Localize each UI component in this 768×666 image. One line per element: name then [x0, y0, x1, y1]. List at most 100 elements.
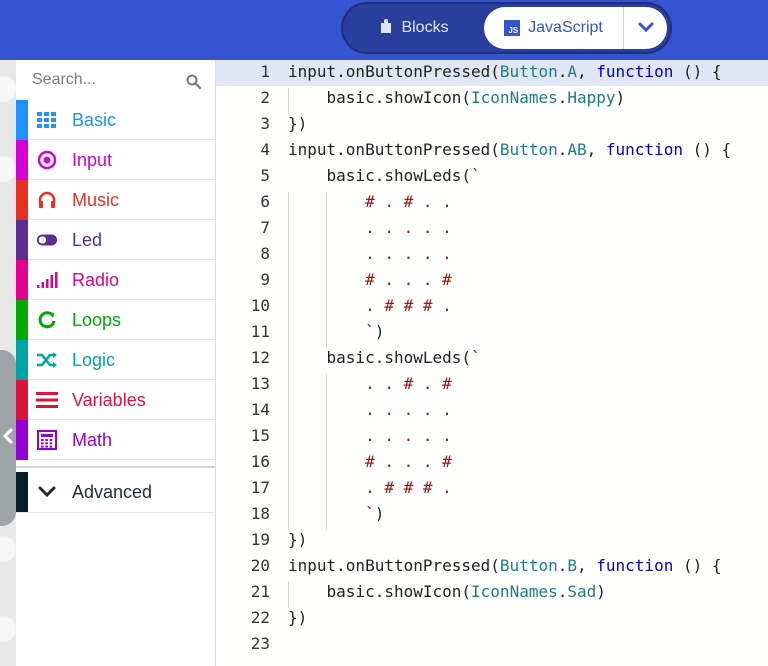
code-line[interactable]: 17 . # # # . [216, 476, 768, 502]
category-music[interactable]: Music [16, 180, 215, 220]
code-token: ) [374, 504, 385, 523]
simulator-decoration [0, 616, 16, 642]
code-token: }) [288, 114, 308, 133]
code-text: . . # . # [288, 374, 452, 393]
code-line[interactable]: 12 basic.showLeds(` [216, 346, 768, 372]
line-number: 13 [250, 374, 270, 393]
code-token: # . . . # [288, 270, 452, 289]
category-math[interactable]: Math [16, 420, 215, 460]
code-token: () { [673, 62, 722, 81]
code-text: basic.showLeds(` [288, 348, 481, 367]
category-color-bar [16, 180, 28, 220]
code-text: . . . . . [288, 218, 452, 237]
code-text: . . . . . [288, 244, 452, 263]
category-input[interactable]: Input [16, 140, 215, 180]
code-token: # . # . . [288, 192, 452, 211]
code-text: . . . . . [288, 426, 452, 445]
category-variables[interactable]: Variables [16, 380, 215, 420]
line-number: 2 [260, 88, 270, 107]
line-number: 7 [260, 218, 270, 237]
advanced-label: Advanced [72, 482, 153, 502]
collapse-simulator-button[interactable] [0, 350, 16, 526]
code-line[interactable]: 9 # . . . # [216, 268, 768, 294]
puzzle-icon [379, 18, 393, 39]
code-token: . [557, 582, 568, 601]
search-box[interactable]: Search... [16, 60, 215, 100]
category-label: Basic [72, 110, 117, 130]
line-number: 5 [260, 166, 270, 185]
indent-guide [288, 582, 289, 608]
code-token: IconNames [471, 88, 558, 107]
code-line[interactable]: 21 basic.showIcon(IconNames.Sad) [216, 580, 768, 606]
code-line[interactable]: 18 `) [216, 502, 768, 528]
blocks-tab[interactable]: Blocks [347, 7, 481, 49]
code-token: ) [374, 322, 385, 341]
line-number: 11 [250, 322, 270, 341]
code-text: # . . . # [288, 452, 452, 471]
toggle-icon [36, 230, 58, 250]
shuffle-icon [36, 350, 58, 370]
refresh-icon [36, 310, 58, 330]
code-line[interactable]: 11 `) [216, 320, 768, 346]
line-number: 14 [250, 400, 270, 419]
language-dropdown-button[interactable] [623, 7, 667, 49]
search-icon[interactable] [186, 74, 202, 94]
line-number: 19 [250, 530, 270, 549]
advanced-category[interactable]: Advanced [16, 472, 215, 513]
code-token: basic.showIcon( [288, 582, 472, 601]
code-text: . # # # . [288, 478, 452, 497]
code-line[interactable]: 13 . . # . # [216, 372, 768, 398]
code-token: . # # # . [288, 296, 452, 315]
simulator-decoration [0, 536, 16, 562]
code-token: . [557, 88, 568, 107]
code-line[interactable]: 5 basic.showLeds(` [216, 164, 768, 190]
blocks-tab-label: Blocks [401, 19, 449, 36]
code-token: () { [673, 556, 722, 575]
code-line[interactable]: 2 basic.showIcon(IconNames.Happy) [216, 86, 768, 112]
code-text: basic.showLeds(` [288, 166, 481, 185]
code-token: AB [567, 140, 587, 159]
search-input[interactable]: Search... [32, 71, 97, 88]
signal-bars-icon [36, 270, 58, 290]
category-label: Variables [72, 390, 146, 410]
line-number: 4 [260, 140, 270, 159]
category-loops[interactable]: Loops [16, 300, 215, 340]
code-token: . . . . . [288, 244, 452, 263]
code-token: . . . . . [288, 400, 452, 419]
code-line[interactable]: 10 . # # # . [216, 294, 768, 320]
code-token: . . . . . [288, 218, 452, 237]
line-number: 15 [250, 426, 270, 445]
code-token: function [596, 62, 674, 81]
code-token: . [557, 140, 568, 159]
category-led[interactable]: Led [16, 220, 215, 260]
code-line[interactable]: 19}) [216, 528, 768, 554]
code-line[interactable]: 8 . . . . . [216, 242, 768, 268]
code-token: . . . . . [288, 426, 452, 445]
code-line[interactable]: 6 # . # . . [216, 190, 768, 216]
code-line[interactable]: 22}) [216, 606, 768, 632]
code-text: # . # . . [288, 192, 452, 211]
code-token: Button [499, 556, 558, 575]
code-token: Sad [567, 582, 597, 601]
code-line[interactable]: 3}) [216, 112, 768, 138]
category-basic[interactable]: Basic [16, 100, 215, 140]
category-label: Led [72, 230, 103, 250]
code-text: basic.showIcon(IconNames.Happy) [288, 88, 626, 107]
category-radio[interactable]: Radio [16, 260, 215, 300]
javascript-tab[interactable]: JS JavaScript [484, 7, 623, 49]
code-line[interactable]: 23 [216, 632, 768, 658]
code-token: . . # . # [288, 374, 452, 393]
line-number: 21 [250, 582, 270, 601]
category-logic[interactable]: Logic [16, 340, 215, 380]
code-line[interactable]: 7 . . . . . [216, 216, 768, 242]
code-token: # . . . # [288, 452, 452, 471]
code-token: B [567, 556, 577, 575]
code-line[interactable]: 14 . . . . . [216, 398, 768, 424]
code-line[interactable]: 16 # . . . # [216, 450, 768, 476]
code-line[interactable]: 15 . . . . . [216, 424, 768, 450]
